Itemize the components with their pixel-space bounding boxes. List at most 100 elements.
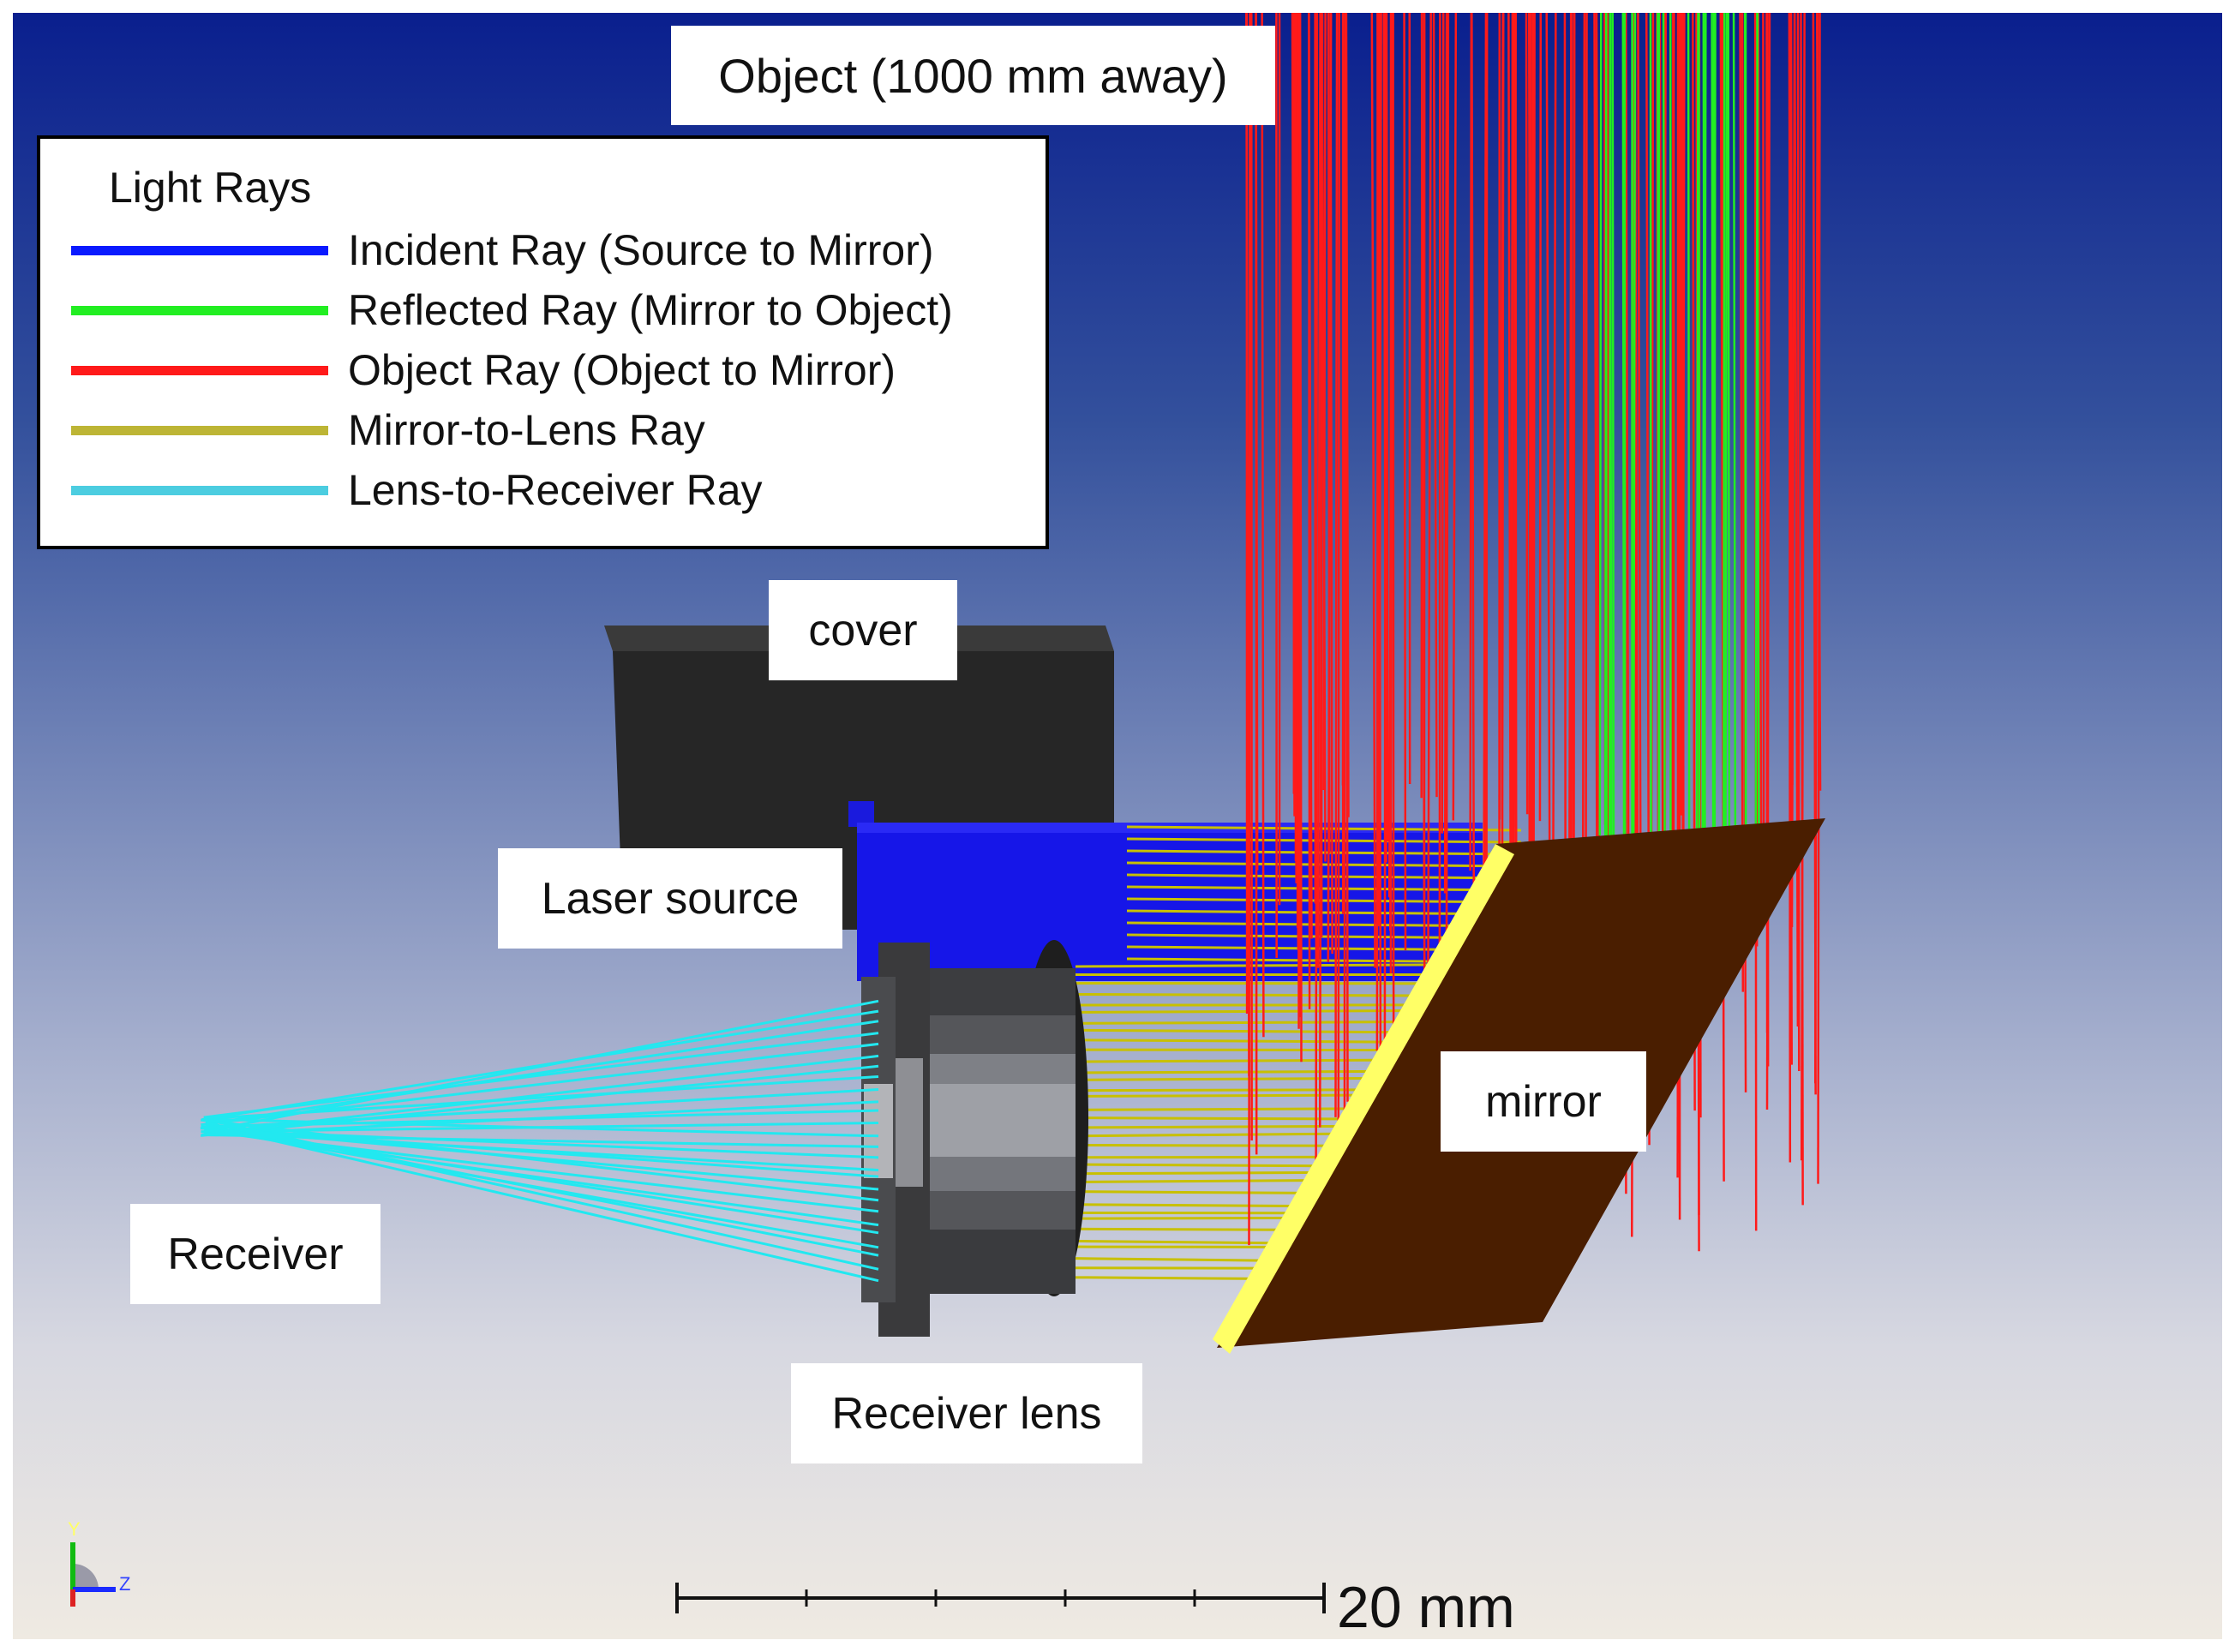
- reflected-ray: [1687, 13, 1691, 836]
- object-ray: [1261, 13, 1265, 1038]
- mirror-to-lens-ray: [1126, 837, 1522, 844]
- lens-to-receiver-ray: [205, 1127, 879, 1191]
- lens-to-receiver-ray: [202, 1117, 879, 1271]
- legend-item-label: Lens-to-Receiver Ray: [348, 466, 763, 514]
- object-ray: [1345, 13, 1350, 817]
- lens-to-receiver-ray-swatch: [71, 486, 328, 495]
- object-ray: [1378, 13, 1382, 1133]
- reflected-ray: [1632, 13, 1637, 836]
- reflected-ray: [1662, 13, 1666, 836]
- scale-label: 20 mm: [1337, 1575, 1515, 1639]
- legend-title: Light Rays: [109, 164, 312, 212]
- object-ray: [1800, 13, 1804, 1206]
- lens-to-receiver-ray: [206, 1123, 879, 1283]
- reflected-ray: [1732, 13, 1737, 836]
- mirror-to-lens-ray: [1126, 885, 1522, 892]
- object-label-text: Object (1000 mm away): [718, 48, 1228, 103]
- object-ray: [1441, 13, 1445, 834]
- lens-to-receiver-ray: [201, 1118, 879, 1202]
- lens-to-receiver-ray: [204, 1117, 879, 1138]
- receiver-lens-label-text: Receiver lens: [831, 1388, 1102, 1439]
- object-ray: [1762, 13, 1765, 834]
- object-ray: [1585, 13, 1588, 947]
- object-ray: [1815, 13, 1822, 791]
- legend-item-mirror-to-lens: Mirror-to-Lens Ray: [40, 404, 1046, 456]
- object-ray: [1438, 13, 1441, 1047]
- object-ray: [1375, 13, 1380, 1051]
- object-ray: [1483, 13, 1489, 965]
- legend-item-incident: Incident Ray (Source to Mirror): [40, 224, 1046, 276]
- reflected-ray: [1621, 13, 1626, 836]
- mirror-to-lens-ray: [1075, 1069, 1411, 1074]
- legend-item-label: Incident Ray (Source to Mirror): [348, 226, 934, 274]
- receiver-lens-body: [861, 940, 1088, 1337]
- object-ray: [1308, 13, 1313, 939]
- object-ray: [1765, 13, 1771, 1110]
- reflected-ray: [1712, 13, 1717, 836]
- mirror-to-lens-ray: [1075, 1124, 1373, 1129]
- legend-item-label: Object Ray (Object to Mirror): [348, 346, 896, 394]
- reflected-ray: [1703, 13, 1707, 836]
- object-ray: [1327, 13, 1331, 853]
- object-ray: [1812, 13, 1817, 1095]
- object-ray-swatch: [71, 366, 328, 375]
- scene-viewport[interactable]: Object (1000 mm away) cover Laser source…: [13, 13, 2222, 1639]
- object-ray: [1538, 13, 1543, 822]
- mirror-to-lens-ray: [1126, 861, 1522, 868]
- object-ray: [1443, 13, 1448, 894]
- mirror-to-lens-ray: [1075, 981, 1471, 985]
- reflected-ray: [1598, 13, 1603, 836]
- object-ray: [1593, 13, 1599, 966]
- mirror-to-lens-ray: [1075, 1132, 1367, 1138]
- object-ray: [1796, 13, 1801, 1072]
- legend-item-object: Object Ray (Object to Mirror): [40, 344, 1046, 396]
- object-ray: [1681, 13, 1685, 883]
- legend-item-reflected: Reflected Ray (Mirror to Object): [40, 284, 1046, 336]
- object-ray: [1322, 13, 1327, 791]
- object-ray: [1545, 13, 1551, 933]
- mirror-to-lens-ray: [1126, 873, 1522, 880]
- lens-to-receiver-ray: [201, 1020, 879, 1127]
- legend-item-label: Mirror-to-Lens Ray: [348, 406, 705, 454]
- object-ray: [1452, 13, 1458, 821]
- mirror-to-lens-ray-swatch: [71, 426, 328, 435]
- reflected-ray: [1657, 13, 1661, 836]
- lens-to-receiver-ray: [201, 1009, 879, 1122]
- mirror-to-lens-ray: [1075, 963, 1472, 968]
- object-ray: [1420, 13, 1426, 1074]
- object-ray: [1382, 13, 1387, 863]
- reflected-ray: [1744, 13, 1747, 836]
- object-ray: [1315, 13, 1319, 1208]
- reflected-ray: [1701, 13, 1706, 836]
- object-ray: [1298, 13, 1303, 1062]
- lens-to-receiver-ray: [204, 1128, 879, 1227]
- receiver-label-text: Receiver: [167, 1229, 344, 1279]
- object-ray: [1255, 13, 1259, 871]
- object-ray: [1389, 13, 1394, 931]
- mirror-to-lens-ray: [1075, 1076, 1405, 1081]
- lens-to-receiver-rays: [200, 999, 879, 1283]
- laser-source-label: Laser source: [498, 848, 842, 949]
- legend-item-label: Reflected Ray (Mirror to Object): [348, 286, 953, 334]
- object-ray: [1789, 13, 1794, 786]
- cover-label: cover: [769, 580, 957, 680]
- reflected-ray: [1756, 13, 1760, 836]
- scale-bar: [675, 1583, 1326, 1613]
- object-ray: [1248, 13, 1251, 1246]
- reflected-ray: [1611, 13, 1615, 836]
- axis-triad-icon: Y Z: [68, 1518, 130, 1607]
- mirror-label: mirror: [1441, 1051, 1646, 1152]
- mirror-to-lens-ray: [1126, 849, 1522, 856]
- cover-label-text: cover: [808, 605, 918, 655]
- legend-item-lens-to-receiver: Lens-to-Receiver Ray: [40, 464, 1046, 516]
- receiver-label: Receiver: [130, 1204, 380, 1304]
- object-ray: [1658, 13, 1664, 935]
- reflected-ray: [1603, 13, 1608, 836]
- mirror-to-lens-ray: [1126, 909, 1522, 916]
- object-ray: [1316, 13, 1321, 968]
- object-ray: [1432, 13, 1438, 798]
- laser-source-label-text: Laser source: [541, 873, 800, 924]
- object-ray: [1525, 13, 1529, 815]
- object-ray: [1581, 13, 1586, 847]
- receiver-lens-label: Receiver lens: [791, 1363, 1142, 1463]
